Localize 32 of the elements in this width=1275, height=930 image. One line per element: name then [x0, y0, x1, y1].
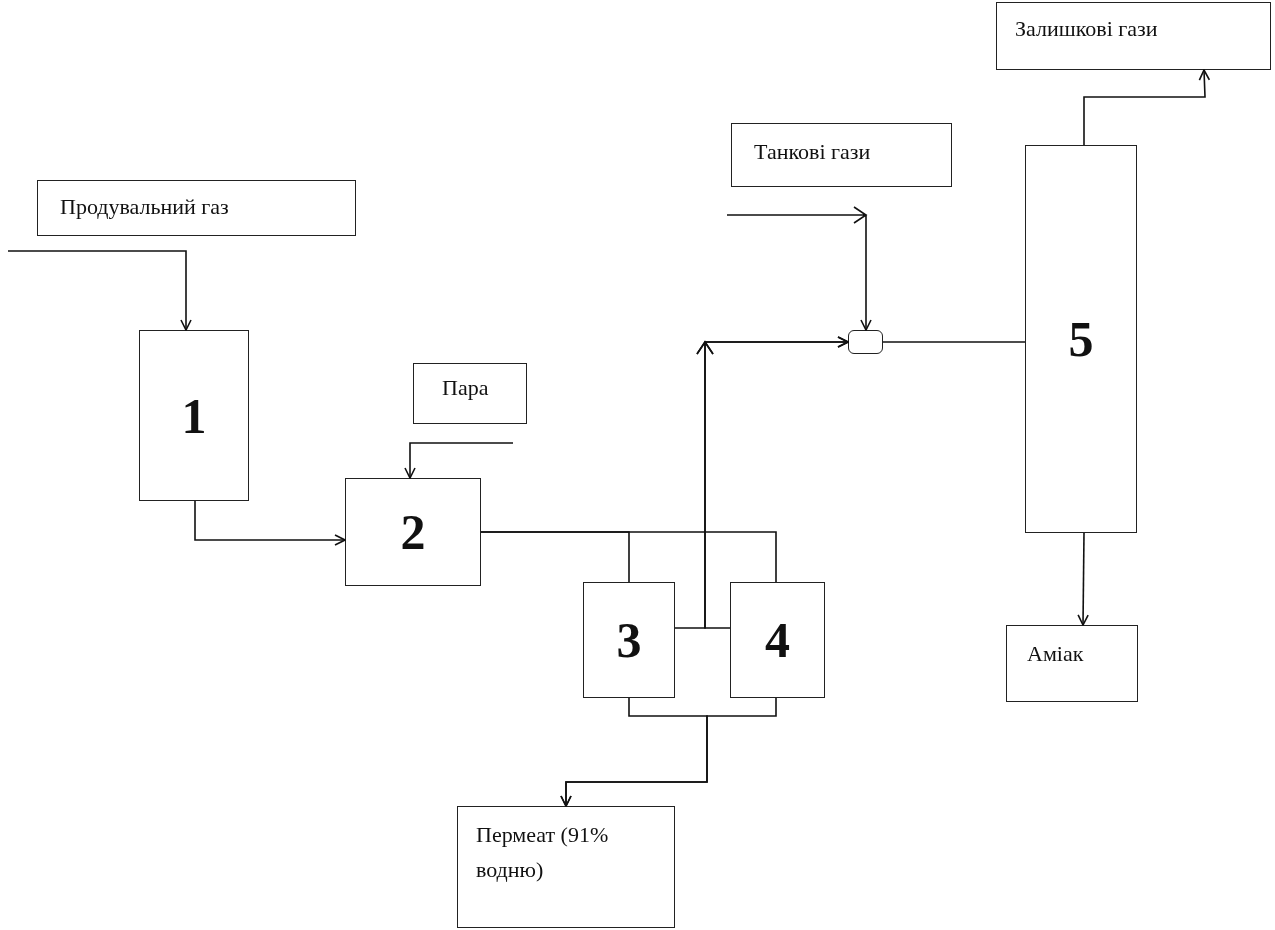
process-unit [139, 330, 249, 501]
unit-number: 2 [400, 503, 426, 561]
flow-arrow [560, 697, 777, 807]
stream-label-box [731, 123, 952, 187]
flow-arrow [404, 442, 514, 479]
flow-arrow [7, 250, 192, 331]
flow-arrow [194, 500, 346, 546]
stream-name: Пермеат (91% водню) [476, 821, 610, 885]
stream-name: Залишкові гази [1015, 15, 1159, 43]
pipe-line [882, 341, 1026, 343]
stream-label-box [996, 2, 1271, 70]
stream-label-box [457, 806, 675, 928]
pipe-line [480, 531, 777, 583]
stream-label-box [37, 180, 356, 236]
flow-arrow [1083, 69, 1211, 146]
stream-name: Танкові гази [754, 138, 872, 166]
flow-arrow [1077, 532, 1089, 626]
unit-number: 1 [181, 386, 207, 445]
process-unit [1025, 145, 1137, 533]
process-unit [730, 582, 825, 698]
unit-number: 3 [616, 611, 642, 669]
stream-label-box [413, 363, 527, 424]
unit-number: 5 [1068, 310, 1094, 368]
process-unit [345, 478, 481, 586]
mixer-box [848, 330, 883, 354]
stream-name: Пара [442, 374, 490, 402]
stream-label-box [1006, 625, 1138, 702]
stream-name: Продувальний газ [60, 193, 230, 221]
unit-number: 4 [765, 611, 790, 669]
process-unit [583, 582, 675, 698]
flow-arrow [726, 206, 872, 331]
stream-name: Аміак [1027, 640, 1085, 668]
